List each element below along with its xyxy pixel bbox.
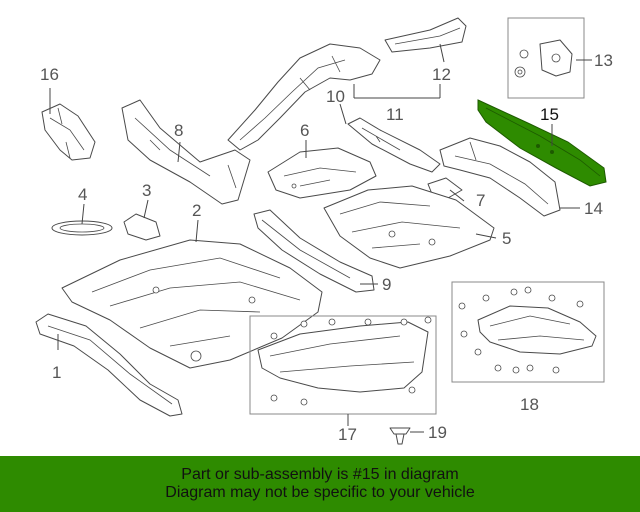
callout-15-highlighted: 15: [540, 105, 559, 124]
banner-line-part-number: Part or sub-assembly is #15 in diagram: [181, 466, 459, 483]
part-18-under-cover[interactable]: [458, 286, 597, 374]
part-3-bracket[interactable]: [123, 213, 161, 241]
part-17-group-box: [249, 315, 437, 415]
callout-10: 10: [326, 87, 345, 106]
callout-14: 14: [584, 199, 603, 218]
part-14-rear-frame[interactable]: [439, 137, 561, 217]
callout-13: 13: [594, 51, 613, 70]
info-banner: Part or sub-assembly is #15 in diagram D…: [0, 456, 640, 512]
callout-17: 17: [338, 425, 357, 444]
part-1-rocker[interactable]: [35, 313, 183, 417]
callout-7: 7: [476, 191, 485, 210]
part-19-clip[interactable]: [389, 427, 411, 445]
part-15-crossmember-highlighted[interactable]: [477, 99, 607, 187]
part-8-side-rail[interactable]: [121, 99, 251, 205]
callout-labels: 16 8 3 4 2 1 6 7 9 5 10 11 12 13 15 14 1…: [40, 51, 613, 444]
part-6-floor-panel[interactable]: [267, 147, 377, 199]
callout-19: 19: [428, 423, 447, 442]
callout-12: 12: [432, 65, 451, 84]
part-9-side-sill[interactable]: [253, 209, 375, 293]
part-11-member[interactable]: [347, 117, 441, 173]
callout-16: 16: [40, 65, 59, 84]
exploded-parts-diagram: 16 8 3 4 2 1 6 7 9 5 10 11 12 13 15 14 1…: [35, 17, 613, 445]
callout-3: 3: [142, 181, 151, 200]
part-10-upper-rail[interactable]: [227, 43, 381, 151]
callout-6: 6: [300, 121, 309, 140]
part-5-floor-pan[interactable]: [323, 185, 495, 269]
part-17-under-cover[interactable]: [257, 316, 432, 406]
callout-2: 2: [192, 201, 201, 220]
callout-1: 1: [52, 363, 61, 382]
part-12-top-reinforcement[interactable]: [384, 17, 467, 53]
callout-5: 5: [502, 229, 511, 248]
part-16-bracket[interactable]: [41, 103, 96, 161]
callout-4: 4: [78, 185, 87, 204]
part-13-bracket[interactable]: [514, 39, 573, 78]
banner-line-disclaimer: Diagram may not be specific to your vehi…: [165, 484, 475, 501]
part-2-rear-floor[interactable]: [61, 239, 323, 369]
callout-leaders: [49, 43, 592, 433]
callout-11: 11: [386, 105, 404, 124]
part-18-group-box: [451, 281, 605, 383]
callout-18: 18: [520, 395, 539, 414]
part-13-group-box: [507, 17, 585, 99]
callout-9: 9: [382, 275, 391, 294]
callout-8: 8: [174, 121, 183, 140]
